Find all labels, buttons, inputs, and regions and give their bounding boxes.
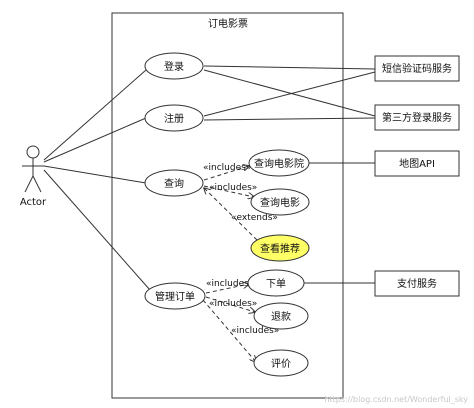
use-case-register: 注册 (144, 104, 204, 132)
svg-text:查看推荐: 查看推荐 (260, 242, 300, 255)
use-case-review: 评价 (253, 349, 309, 377)
actor-figure (22, 145, 44, 193)
svg-text:管理订单: 管理订单 (155, 290, 195, 303)
include-refund (205, 296, 255, 312)
include-query-movie (203, 185, 254, 197)
svg-text:下单: 下单 (266, 278, 286, 290)
include-place-order (205, 284, 249, 294)
external-system-map-api: 地图API (374, 150, 460, 177)
svg-text:注册: 注册 (164, 112, 184, 125)
extend-view-recommend (204, 188, 258, 241)
use-case-refund: 退款 (253, 302, 309, 330)
label-extends: «extends» (231, 213, 278, 223)
include-query-cinema (203, 166, 249, 181)
boundary-title: 订电影票 (208, 17, 248, 30)
svg-text:支付服务: 支付服务 (397, 277, 437, 290)
label-includes-3: «includes» (206, 279, 254, 289)
use-case-login: 登录 (144, 52, 204, 80)
svg-text:查询: 查询 (164, 177, 184, 190)
actor-label: Actor (20, 197, 47, 208)
use-case-query-movie: 查询电影 (250, 188, 310, 216)
use-case-view-recommend: 查看推荐 (250, 234, 310, 262)
watermark: https://blog.csdn.net/Wonderful_sky (324, 395, 468, 404)
svg-text:第三方登录服务: 第三方登录服务 (382, 111, 452, 124)
label-includes-4: «includes» (209, 299, 257, 309)
use-case-query-cinema: 查询电影院 (248, 149, 310, 177)
external-associations (203, 65, 376, 284)
svg-text:地图API: 地图API (399, 157, 435, 170)
label-includes-1: «includes» (203, 163, 251, 173)
external-system-sms: 短信验证码服务 (374, 55, 460, 82)
svg-text:查询电影院: 查询电影院 (254, 157, 304, 170)
label-includes-5: «includes» (231, 326, 279, 336)
dependencies (202, 166, 258, 362)
use-case-manage-orders: 管理订单 (144, 282, 206, 310)
external-system-payment: 支付服务 (374, 270, 460, 297)
svg-text:查询电影: 查询电影 (260, 196, 300, 209)
svg-text:短信验证码服务: 短信验证码服务 (382, 62, 452, 75)
actor-associations (43, 69, 151, 291)
label-includes-2: «includes» (209, 183, 257, 193)
use-case-query: 查询 (144, 169, 204, 197)
svg-text:评价: 评价 (271, 358, 291, 370)
external-system-third-party-login: 第三方登录服务 (374, 104, 460, 131)
svg-text:登录: 登录 (164, 60, 184, 73)
use-case-place-order: 下单 (247, 269, 305, 297)
svg-text:退款: 退款 (271, 310, 291, 323)
